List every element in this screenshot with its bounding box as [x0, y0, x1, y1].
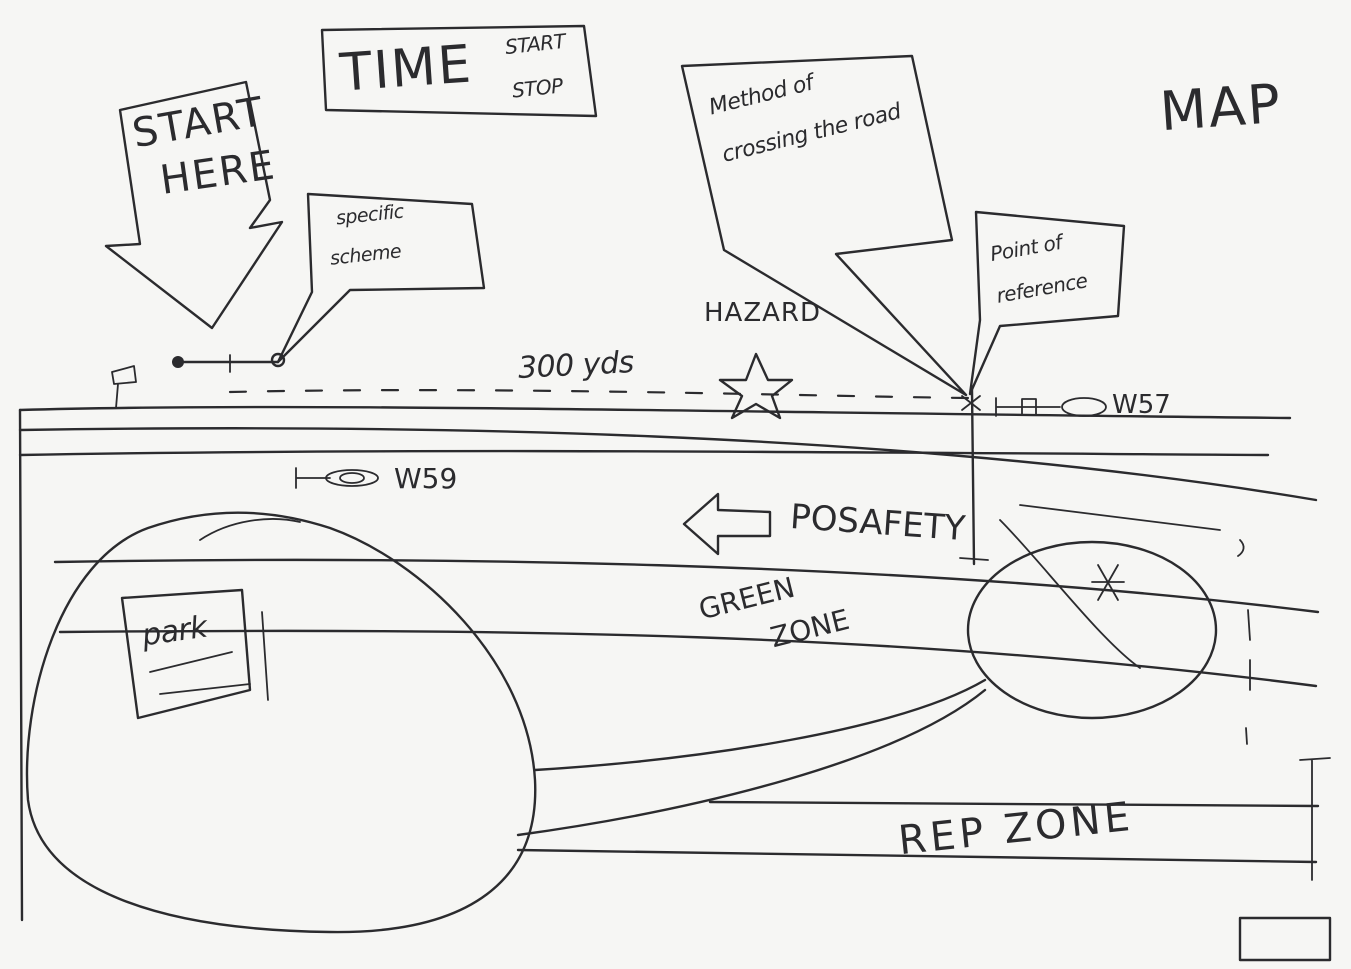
start-marker	[172, 352, 286, 373]
corner-box	[1238, 916, 1332, 962]
junction-diagonal	[999, 519, 1141, 669]
map-title: MAP	[1157, 71, 1285, 144]
road-line-7	[516, 848, 1318, 864]
w59-label: W59	[394, 462, 458, 495]
time-box	[320, 24, 598, 118]
safety-arrow	[682, 492, 772, 556]
w57-label: W57	[1112, 390, 1171, 420]
road-line-2	[18, 449, 1270, 457]
road-line-5	[58, 629, 1318, 688]
junction-circle	[966, 540, 1218, 720]
hazard-label: HAZARD	[704, 298, 822, 328]
method-callout	[680, 54, 968, 397]
path-from-park-upper	[533, 678, 987, 772]
path-from-park-lower	[516, 688, 987, 837]
hazard-star	[718, 352, 794, 420]
junction-guide	[1019, 504, 1221, 531]
flag-marker	[111, 365, 137, 409]
time-label: TIME	[338, 34, 475, 104]
park-inner-arc	[199, 518, 301, 541]
park-sign	[120, 588, 269, 720]
specific-scheme-callout	[276, 192, 486, 364]
road-line-4	[53, 558, 1320, 614]
start-here-arrow	[104, 80, 284, 330]
w57-marker	[995, 397, 1107, 417]
junction-curl	[1237, 539, 1245, 557]
reference-vertical	[970, 388, 976, 566]
route-dashed	[228, 389, 970, 400]
sheet-edge-left	[18, 408, 24, 922]
right-ticks	[1245, 609, 1331, 881]
junction-star	[1091, 564, 1125, 601]
reference-foot	[959, 557, 989, 561]
stop-label: STOP	[510, 73, 564, 103]
park-area	[25, 511, 537, 934]
distance-label: 300 yds	[517, 344, 635, 387]
road-line-3	[18, 427, 1318, 502]
reference-cross	[961, 395, 981, 411]
road-line-6	[708, 800, 1320, 808]
w59-marker	[295, 467, 379, 489]
road-line-1	[18, 405, 1292, 420]
reference-callout	[968, 210, 1126, 396]
road-lines	[18, 405, 1320, 922]
